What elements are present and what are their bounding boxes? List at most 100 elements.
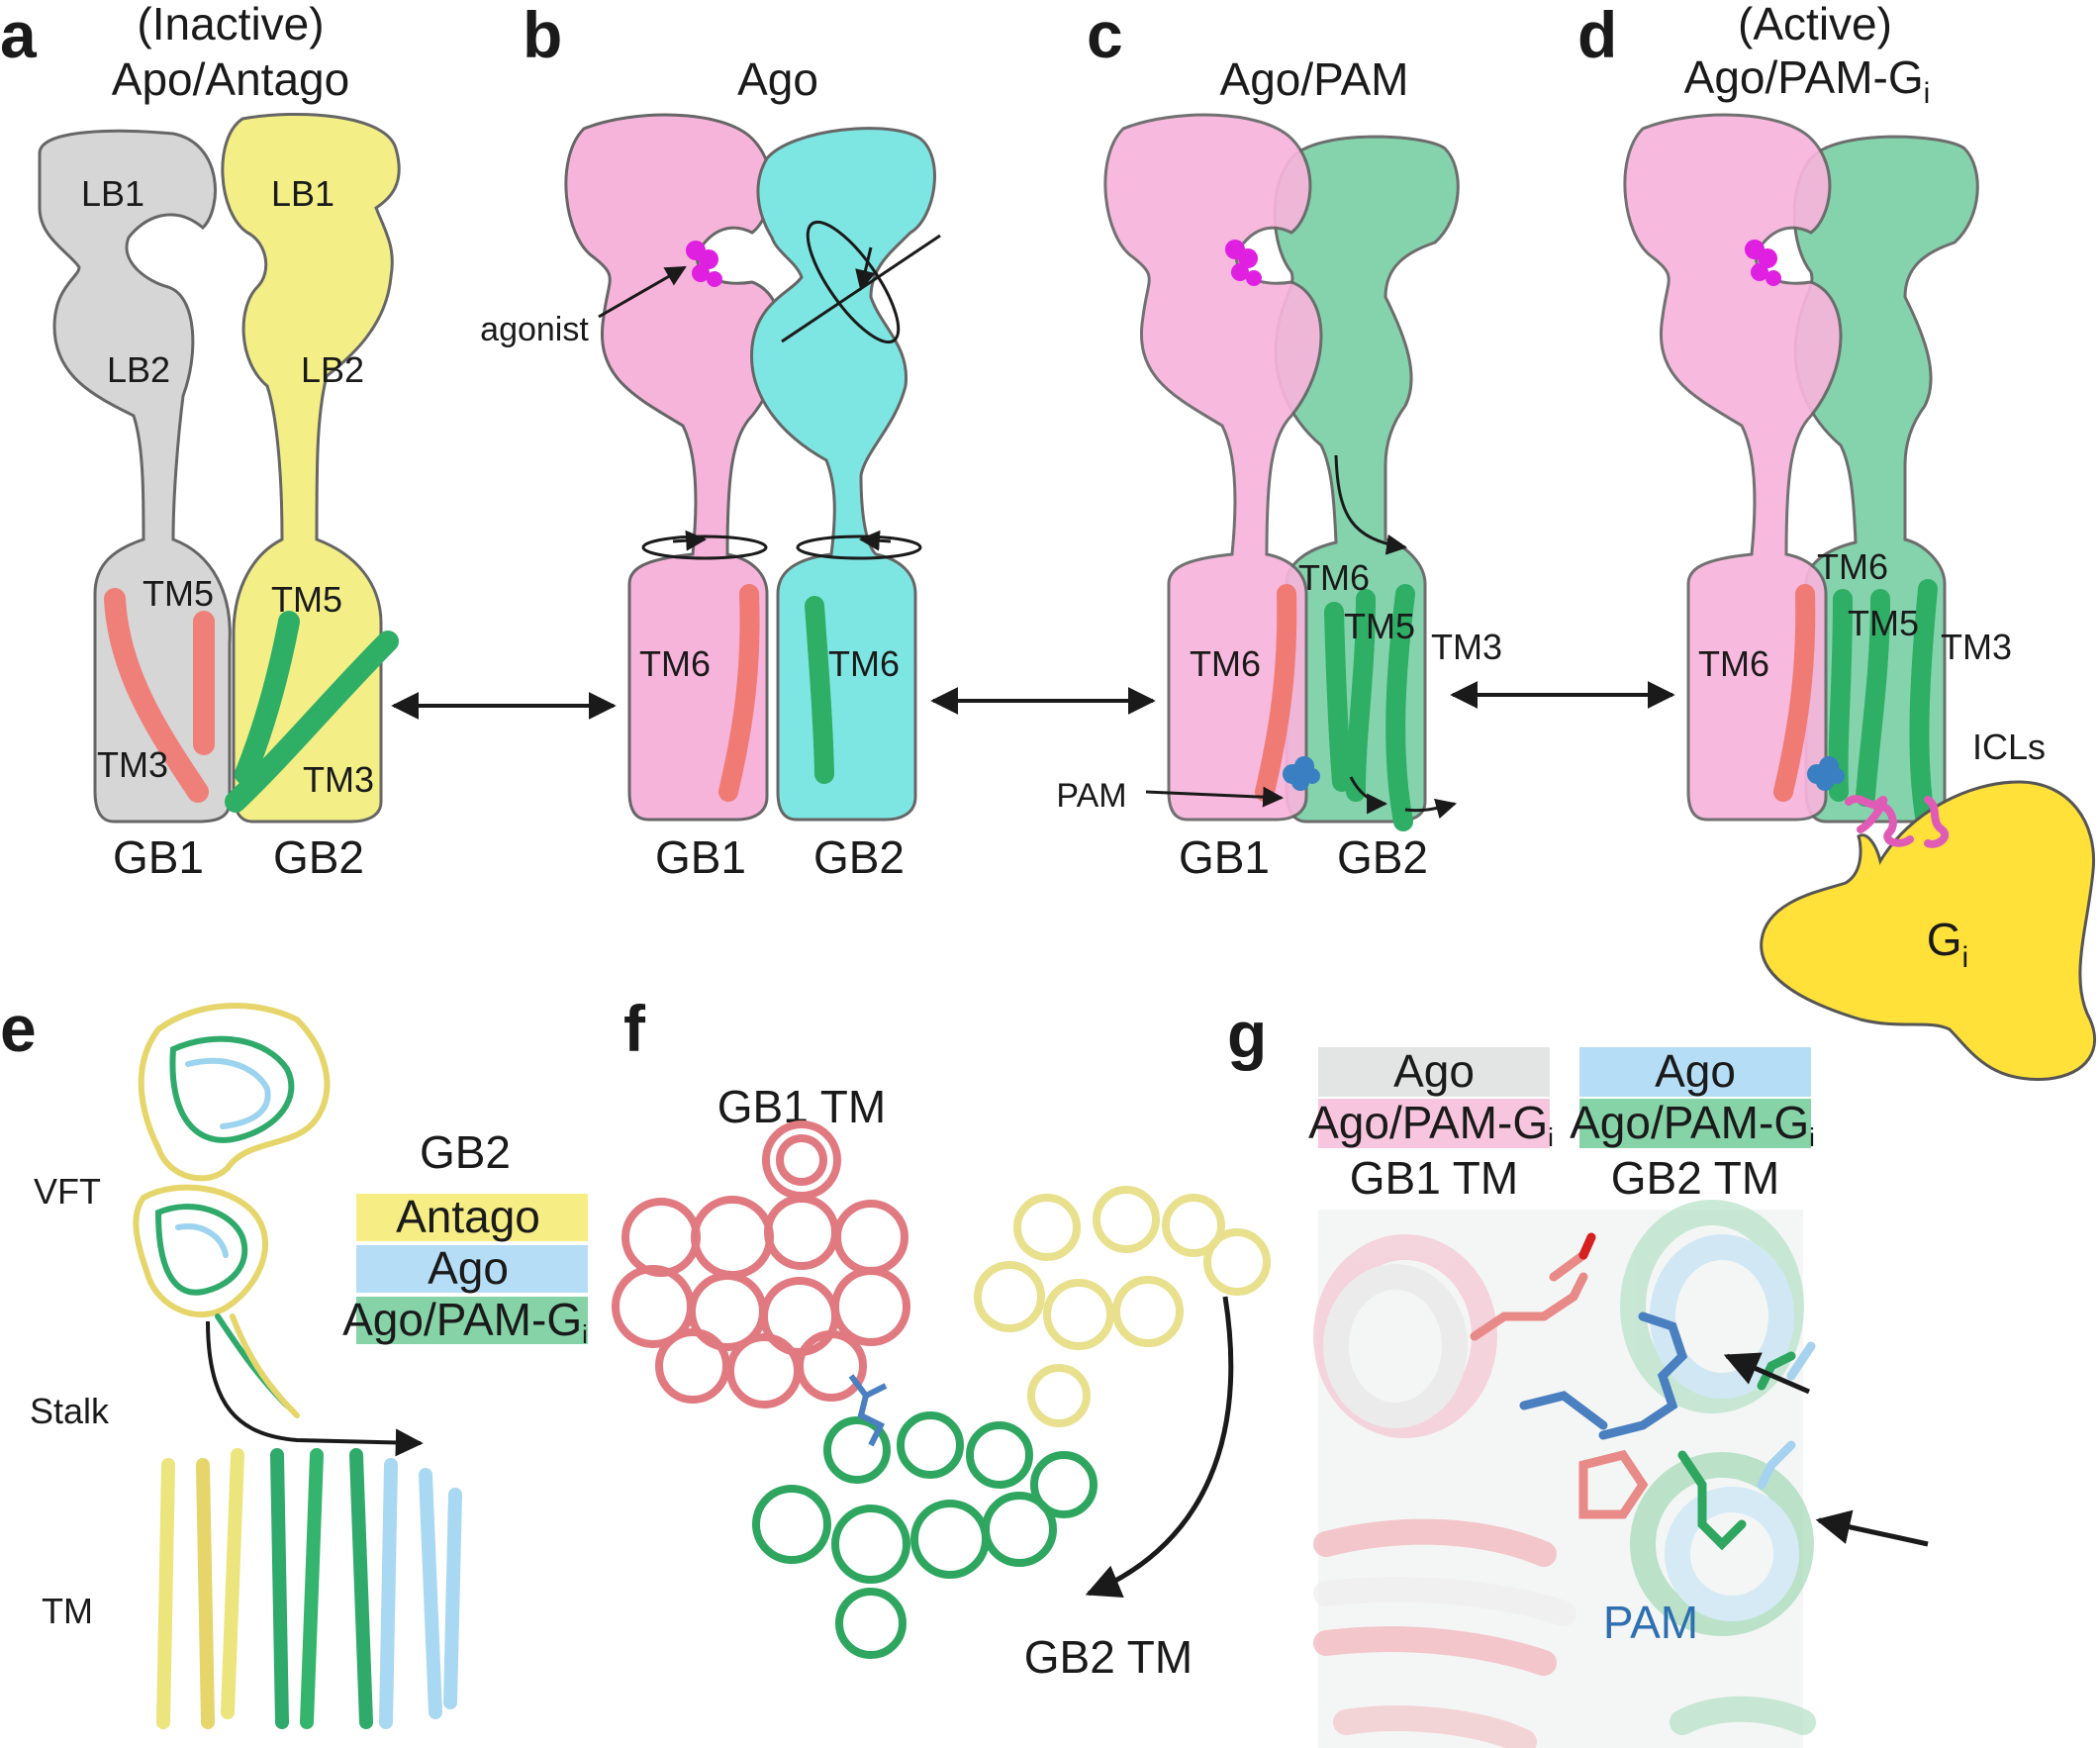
- panel-e-vft-cartoon: [133, 1003, 331, 1418]
- panel-c: c Ago/PAM PAM TM6 TM5 TM3 TM6 GB1 GB2: [1056, 0, 1502, 883]
- legend-g-right-ago-label: Ago: [1655, 1045, 1736, 1097]
- legend-swatch-active: [356, 1297, 588, 1344]
- panel-d-title-line2: Ago/PAM-Gi: [1684, 51, 1931, 110]
- legend-label-active-main: Ago/PAM-G: [342, 1294, 582, 1345]
- panel-f-gb2-tm-label: GB2 TM: [1024, 1631, 1193, 1683]
- panel-d-tm6-gb1: TM6: [1698, 643, 1769, 684]
- panel-d-title-main: Ago/PAM-G: [1684, 51, 1924, 103]
- panel-g-structure-view: [1313, 1200, 1929, 1748]
- rotation-arrow-gb1-stalk: [672, 530, 708, 551]
- panel-e-tm-cartoon: [156, 1448, 462, 1729]
- panel-label-e: e: [0, 992, 37, 1065]
- panel-label-g: g: [1227, 998, 1267, 1071]
- panel-label-a: a: [0, 0, 38, 71]
- panel-d-icls: ICLs: [1972, 727, 2046, 767]
- panel-a-lb1-right: LB1: [271, 173, 334, 214]
- panel-c-tm5: TM5: [1344, 606, 1415, 646]
- panel-e-vft-label: VFT: [34, 1171, 101, 1212]
- panel-f: f GB1 TM GB2 TM: [612, 992, 1271, 1683]
- gb2-tm6-helix-b: [805, 596, 834, 784]
- legend-g-right-active: [1579, 1099, 1811, 1148]
- panel-c-title: Ago/PAM: [1220, 53, 1409, 105]
- panel-g-shift-arrow-bottom: [1815, 1509, 1929, 1547]
- panel-a-title-line1: (Inactive): [137, 0, 324, 49]
- legend-g-right-active-sub: i: [1809, 1122, 1815, 1152]
- panel-c-tm6-gb1: TM6: [1190, 643, 1261, 684]
- legend-g-left-ago-label: Ago: [1393, 1045, 1475, 1097]
- legend-g-left-active-sub: i: [1548, 1122, 1554, 1152]
- legend-swatch-antago: [356, 1194, 588, 1241]
- panel-d: d (Active) Ago/PAM-Gi Gi TM6 TM5 TM3 TM6…: [1577, 0, 2096, 1081]
- agonist-ball-b: [686, 241, 722, 287]
- pam-ball-d: [1807, 756, 1845, 791]
- legend-g-right-active-main: Ago/PAM-G: [1570, 1097, 1809, 1148]
- panel-f-gb2-tm-top-helices: [974, 1186, 1271, 1427]
- panel-g-pam-label: PAM: [1603, 1597, 1698, 1648]
- gb1-active-shape-c: [1103, 113, 1323, 822]
- legend-g-left-active-label: Ago/PAM-Gi: [1308, 1097, 1554, 1152]
- panel-d-title-sub: i: [1924, 77, 1931, 110]
- gb2-tm5-helix: [235, 611, 300, 785]
- panel-a-tm3-right: TM3: [303, 759, 374, 800]
- panel-a-gb2-label: GB2: [273, 831, 364, 883]
- panel-e-motion-arrow: [206, 1320, 424, 1457]
- panel-label-b: b: [523, 0, 562, 71]
- gb1-ago-shape: [564, 113, 784, 822]
- gb1-inactive-shape: [38, 129, 232, 824]
- panel-a-lb2-right: LB2: [301, 349, 364, 390]
- gb1-tm6-helix-b: [718, 584, 760, 802]
- panel-e-legend-title: GB2: [420, 1126, 511, 1178]
- panel-a: a (Inactive) Apo/Antago LB1 LB1 LB2 LB2 …: [0, 0, 401, 883]
- panel-c-gb1-label: GB1: [1179, 831, 1270, 883]
- panel-a-tm3-left: TM3: [97, 744, 168, 785]
- pam-label-c: PAM: [1056, 777, 1126, 815]
- panel-a-gb1-label: GB1: [113, 831, 204, 883]
- gb2-tm5-helix-d: [1856, 589, 1890, 807]
- panel-label-f: f: [623, 992, 646, 1065]
- tm3-shift-arrow-c: [1404, 798, 1458, 820]
- panel-g-gb2-tm-label: GB2 TM: [1611, 1152, 1779, 1204]
- agonist-ball-d: [1745, 240, 1781, 286]
- gb2-tm6-helix-c: [1324, 602, 1352, 792]
- agonist-ball-c: [1225, 240, 1262, 286]
- gb2-inactive-shape: [221, 112, 401, 824]
- panel-b-tm6-right: TM6: [828, 643, 900, 684]
- panel-f-gb2-tm-bottom-helices: [752, 1411, 1098, 1659]
- legend-label-active-sub: i: [582, 1319, 588, 1349]
- panel-a-title-line2: Apo/Antago: [112, 53, 349, 105]
- gb2-tm6-helix-d: [1828, 589, 1853, 802]
- panel-c-tm3: TM3: [1431, 627, 1502, 667]
- legend-label-antago: Antago: [396, 1191, 540, 1242]
- gb2-tm5-helix-c: [1346, 589, 1376, 802]
- panel-d-tm5: TM5: [1848, 603, 1919, 643]
- panel-d-tm3: TM3: [1941, 627, 2012, 667]
- panel-b-tm6-left: TM6: [639, 643, 711, 684]
- panel-b: b Ago agonist TM6 TM6 GB1 GB2: [480, 0, 941, 883]
- panel-g-shift-arrow-top: [1723, 1352, 1810, 1395]
- gb1-tm6-helix-d: [1773, 584, 1816, 802]
- gb2-tm3-helix-d: [1909, 579, 1938, 826]
- panel-d-tm6-top: TM6: [1817, 546, 1888, 587]
- agonist-label: agonist: [480, 311, 589, 348]
- gb1-active-shape-d: [1623, 113, 1843, 822]
- gb2-tm3-helix: [225, 631, 399, 813]
- panel-label-d: d: [1577, 0, 1617, 71]
- panel-b-gb1-label: GB1: [655, 831, 746, 883]
- panel-a-lb2-left: LB2: [107, 349, 170, 390]
- pam-ball-c: [1283, 756, 1320, 791]
- legend-label-active: Ago/PAM-Gi: [342, 1294, 588, 1349]
- tm6-shift-arrow-c: [1334, 454, 1408, 555]
- panel-b-gb2-label: GB2: [813, 831, 905, 883]
- panel-a-tm5-left: TM5: [143, 573, 214, 614]
- gi-protein-shape: [1760, 780, 2096, 1081]
- panel-f-pam-ligand: [848, 1374, 888, 1447]
- panel-b-title: Ago: [737, 53, 818, 105]
- panel-c-tm6-top: TM6: [1298, 557, 1370, 598]
- panel-f-gb1-helices: [612, 1120, 910, 1408]
- legend-g-right-ago: [1579, 1047, 1811, 1097]
- legend-swatch-ago: [356, 1245, 588, 1293]
- legend-g-left-active-main: Ago/PAM-G: [1308, 1097, 1548, 1148]
- panel-e-tm-label: TM: [42, 1591, 93, 1631]
- agonist-pointer-arrow: [598, 265, 687, 319]
